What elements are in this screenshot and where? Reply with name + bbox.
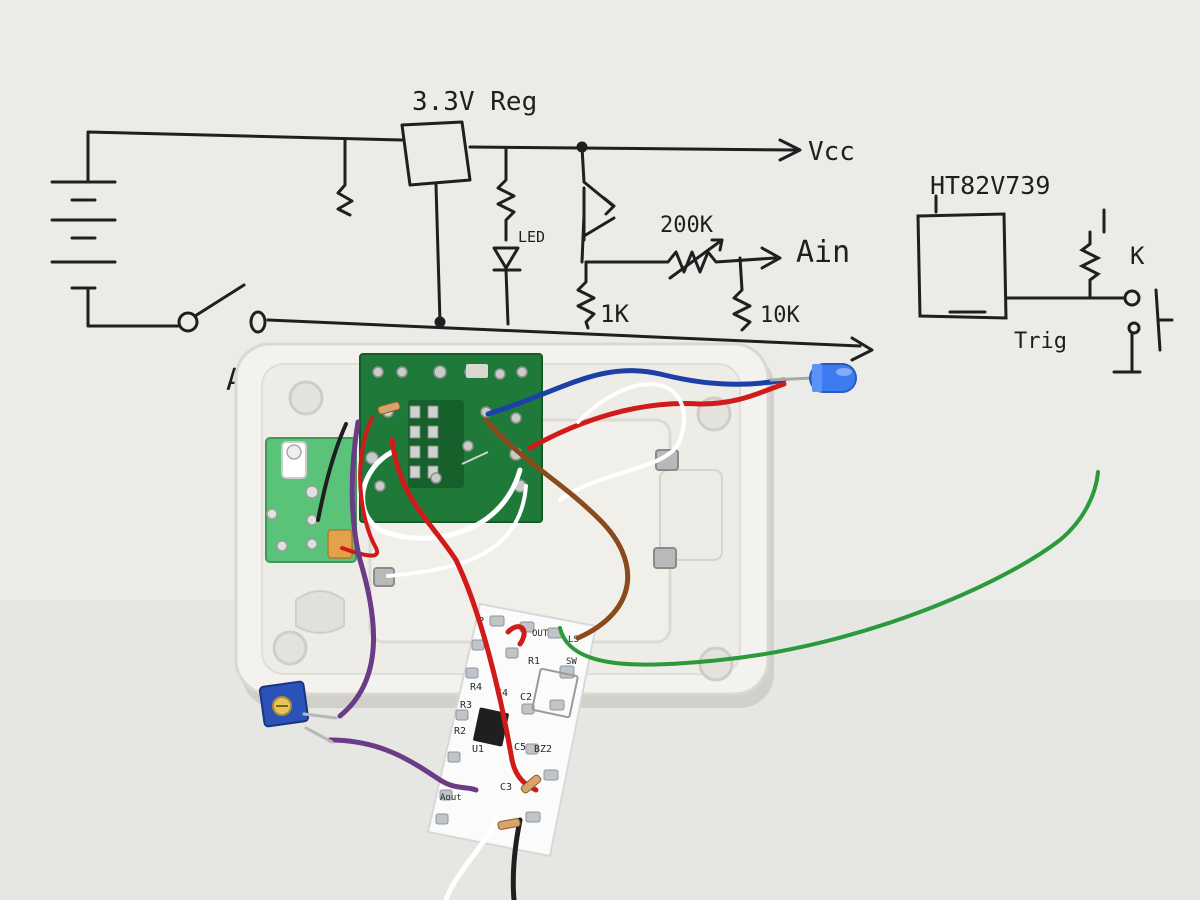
silk-r2: R2 xyxy=(454,726,466,737)
ground-arrow xyxy=(850,336,874,362)
sensor-schematic-labels: HT82V739 K Trig xyxy=(930,171,1145,354)
hand-drawn-schematic xyxy=(50,120,874,362)
sensor-resistor-label: K xyxy=(1130,242,1145,270)
wire-purple-lower xyxy=(327,737,479,793)
sensor-schematic xyxy=(916,194,1174,374)
wire-brown xyxy=(483,417,631,641)
sensor-pcb-board xyxy=(426,602,598,858)
wires xyxy=(302,368,1100,900)
r-1k xyxy=(576,260,596,330)
screw-boss-bottom-left xyxy=(272,630,308,666)
silk-bz2: BZ2 xyxy=(534,744,552,755)
wire-white-battery xyxy=(386,484,528,578)
keyhole-slot xyxy=(295,590,345,634)
regulator-box xyxy=(400,120,472,187)
bleed-resistor xyxy=(336,138,354,217)
r1k-label: 1K xyxy=(600,300,629,328)
wire-white-tail xyxy=(443,817,501,900)
led-label: LED xyxy=(518,228,545,246)
wire-red-led xyxy=(527,381,787,451)
silk-c2: C2 xyxy=(520,692,532,703)
trimmer-potentiometer xyxy=(258,680,310,728)
vcc-arrow xyxy=(778,138,802,162)
led-resistor xyxy=(496,146,516,242)
battery-latch xyxy=(659,469,723,561)
silk-aout: Aout xyxy=(440,793,462,803)
regulator-chip xyxy=(408,400,464,488)
screw-boss-top-left xyxy=(288,380,324,416)
switch-pcb-tab xyxy=(327,529,353,559)
wire-black-tail xyxy=(510,817,523,900)
ain-arrow xyxy=(760,246,782,270)
pot-label: 200K xyxy=(660,213,714,238)
wire-white-loop xyxy=(360,449,523,541)
silk-u1: U1 xyxy=(472,744,484,755)
switch-pcb xyxy=(265,437,357,563)
r-10k xyxy=(732,256,752,332)
silk-c4: C4 xyxy=(496,688,508,699)
battery-symbol xyxy=(50,180,117,290)
wire-red-left xyxy=(340,416,380,558)
led-diode xyxy=(492,246,520,270)
screw-boss-bottom-right xyxy=(698,646,734,682)
blue-led xyxy=(769,363,857,393)
regulator-label: 3.3V Reg xyxy=(412,87,537,117)
wire-red-main xyxy=(389,437,539,793)
silk-r3: R3 xyxy=(460,700,472,711)
switch-contact-left xyxy=(177,311,199,333)
pot-arrow xyxy=(668,238,724,280)
ain-label: Ain xyxy=(796,235,850,270)
trig-label: Trig xyxy=(1014,329,1067,354)
through-hole-resistors xyxy=(377,401,542,830)
wire-black-left xyxy=(316,422,348,522)
switch-contact-right xyxy=(249,310,267,334)
vcc-label: Vcc xyxy=(808,137,855,167)
transistor xyxy=(580,145,616,264)
silk-c5: C5 xyxy=(514,742,526,753)
silk-r4: R4 xyxy=(470,682,482,693)
wire-blue xyxy=(485,368,787,417)
silk-c3: C3 xyxy=(500,782,512,793)
switch-lever xyxy=(193,283,246,318)
buzzer-pad xyxy=(531,667,579,719)
silk-r1: R1 xyxy=(528,656,540,667)
ground-rail-wire xyxy=(266,318,862,348)
sensor-pcb: P R4 C4 R1 R3 C2 R2 U1 C5 BZ2 Aout C3 OU… xyxy=(426,602,598,858)
silk-out: OUT xyxy=(532,629,549,639)
r10k-label: 10K xyxy=(760,303,800,328)
bottom-rail-wire xyxy=(86,288,180,328)
wire-white-long xyxy=(558,382,686,502)
battery-contact-lower xyxy=(653,547,677,569)
schematic-labels: 3.3V Reg Vcc LED 1K 200K Ain 10K A xyxy=(226,87,855,398)
wire-trimmer-leg-2 xyxy=(304,726,334,744)
wire-green xyxy=(558,470,1100,667)
wire-trimmer-leg xyxy=(302,712,338,720)
wire-red-sensor xyxy=(505,624,527,647)
regulator-pcb-capacitor xyxy=(466,364,488,378)
vcc-rail-wire xyxy=(468,145,797,152)
switch-screw xyxy=(286,444,302,460)
junction-regulator-ground xyxy=(434,316,446,328)
top-rail-wire xyxy=(86,130,404,182)
sensor-chip-box xyxy=(916,212,1008,320)
regulator-ground-lead xyxy=(434,183,442,324)
trig-contact xyxy=(1123,289,1141,307)
silk-sw: SW xyxy=(566,657,577,667)
wire-purple-upper xyxy=(337,419,377,719)
pot-wire xyxy=(584,250,777,274)
pullup-resistor xyxy=(1078,230,1102,300)
sensor-ic xyxy=(473,707,509,747)
regulator-pcb xyxy=(359,353,543,523)
silk-ls: LS xyxy=(568,635,579,645)
push-button xyxy=(1154,288,1162,352)
sensor-chip-label: HT82V739 xyxy=(930,171,1050,200)
